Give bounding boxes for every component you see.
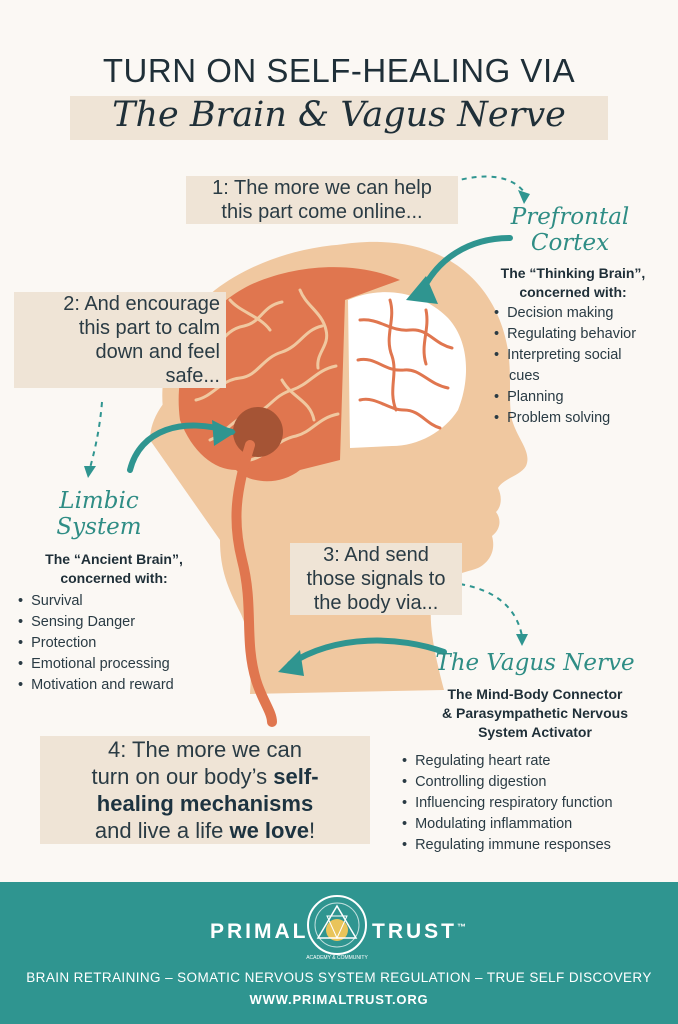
limbic-label-line: Limbic [59, 488, 139, 514]
list-item: Regulating behavior [494, 324, 676, 345]
tagline: BRAIN RETRAINING – SOMATIC NERVOUS SYSTE… [26, 970, 652, 985]
limbic-subtitle: The “Ancient Brain”, concerned with: [14, 550, 214, 588]
prefrontal-label: Prefrontal Cortex [470, 204, 670, 256]
step-4-text: and live a life [94, 818, 230, 843]
step-4-note: 4: The more we can turn on our body’s se… [40, 736, 370, 844]
prefrontal-label-line: Cortex [530, 230, 610, 256]
prefrontal-subtitle-line: concerned with: [519, 284, 627, 300]
step-4-bold: healing mechanisms [96, 791, 314, 816]
title-highlight [70, 96, 608, 140]
step-4-line: 4: The more we can [107, 737, 303, 762]
vagus-subtitle-line: System Activator [478, 724, 592, 740]
step-2-line: down and feel [95, 341, 220, 363]
limbic-subtitle-line: The “Ancient Brain”, [45, 551, 183, 567]
step-2-line: safe... [165, 365, 220, 387]
list-item: Influencing respiratory function [402, 793, 672, 814]
step-3-note: 3: And send those signals to the body vi… [290, 543, 462, 615]
step-4-line: turn on our body’s self- [46, 763, 364, 790]
vagus-list: Regulating heart rate Controlling digest… [402, 751, 672, 856]
list-item: Protection [18, 633, 228, 654]
page-subtitle: The Brain & Vagus Nerve [112, 95, 566, 135]
arrow-vagus [287, 637, 447, 667]
limbic-list: Survival Sensing Danger Protection Emoti… [18, 591, 228, 696]
prefrontal-label-line: Prefrontal [510, 204, 630, 230]
step-3-line: those signals to [306, 568, 446, 590]
arrowhead-prefrontal [406, 276, 438, 304]
list-item: Motivation and reward [18, 675, 228, 696]
amygdala [233, 407, 283, 457]
list-item: cues [509, 368, 540, 384]
trademark: ™ [457, 922, 466, 932]
vagus-subtitle-line: The Mind-Body Connector [447, 686, 623, 702]
list-item: Modulating inflammation [402, 814, 672, 835]
limbic-label: Limbic System [44, 488, 154, 540]
step-4-bold: self- [273, 764, 319, 789]
prefrontal-list: Decision making Regulating behavior Inte… [494, 303, 676, 429]
vagus-nerve [231, 440, 277, 727]
step-1-note: 1: The more we can help this part come o… [186, 176, 458, 224]
list-item: Decision making [494, 303, 676, 324]
dashed-arrows [89, 175, 525, 637]
list-item: Interpreting social [494, 345, 676, 366]
limbic-label-line: System [56, 514, 142, 540]
brand-right-text: TRUST [372, 920, 457, 943]
step-2-line: 2: And encourage [63, 293, 220, 315]
page-title: TURN ON SELF-HEALING VIA [102, 52, 576, 89]
step-3-line: 3: And send [323, 544, 429, 566]
primal-trust-logo-icon: ACADEMY & COMMUNITY [306, 895, 368, 961]
arrowhead-vagus [278, 650, 304, 676]
step-2-line: this part to calm [78, 317, 220, 339]
list-item: Controlling digestion [402, 772, 672, 793]
step-3-line: the body via... [313, 592, 439, 614]
list-item: Emotional processing [18, 654, 228, 675]
step-2-note: 2: And encourage this part to calm down … [14, 292, 226, 388]
step-1-line: this part come online... [221, 201, 423, 223]
prefrontal-folds [356, 298, 454, 430]
step-1-line: 1: The more we can help [212, 177, 432, 199]
list-item: Survival [18, 591, 228, 612]
list-item: Problem solving [494, 408, 676, 429]
website-link[interactable]: WWW.PRIMALTRUST.ORG [249, 992, 429, 1007]
vagus-label: The Vagus Nerve [435, 650, 635, 676]
vagus-subtitle-line: & Parasympathetic Nervous [442, 705, 628, 721]
arrowhead-limbic [212, 420, 236, 446]
brand-left: PRIMAL [210, 920, 309, 943]
step-4-line: and live a life we love! [46, 817, 364, 844]
vagus-subtitle: The Mind-Body Connector & Parasympatheti… [400, 685, 670, 742]
limbic-subtitle-line: concerned with: [60, 570, 168, 586]
step-4-text: turn on our body’s [91, 764, 274, 789]
step-4-line: healing mechanisms [46, 790, 364, 817]
list-item: Regulating heart rate [402, 751, 672, 772]
list-item: Sensing Danger [18, 612, 228, 633]
brand-right: TRUST™ [372, 920, 466, 944]
prefrontal-subtitle-line: The “Thinking Brain”, [500, 265, 646, 281]
list-item: Planning [494, 387, 676, 408]
step-4-text: ! [308, 818, 316, 843]
logo-ring-text: ACADEMY & COMMUNITY [306, 955, 368, 961]
list-item: Regulating immune responses [402, 835, 672, 856]
prefrontal-subtitle: The “Thinking Brain”, concerned with: [470, 264, 676, 302]
step-4-bold: we love [229, 818, 309, 843]
